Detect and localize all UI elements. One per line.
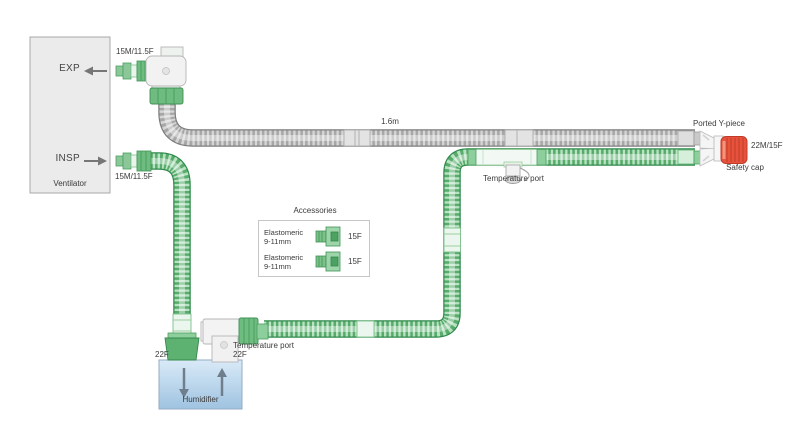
accessory-size: 15F (348, 232, 362, 241)
ported-y-piece (693, 130, 724, 167)
humidifier-flow-arrows (179, 368, 227, 398)
elastomeric-connector-icon (315, 251, 341, 272)
accessory-name: Elastomeric 9-11mm (264, 253, 310, 271)
exp-elbow-connector (145, 46, 187, 105)
expiratory-tube-joints (343, 129, 695, 147)
up-arrow-icon (217, 368, 227, 377)
exp-flow-arrow-icon (84, 66, 107, 76)
exp-port-connector (115, 60, 151, 82)
elastomeric-connector-icon (315, 226, 341, 247)
humidifier-box (158, 359, 243, 410)
accessory-name-line1: Elastomeric (264, 252, 304, 262)
exp-label: EXP (59, 63, 80, 74)
humidifier-outlet-size-label: 22F (233, 350, 247, 359)
accessory-name-line1: Elastomeric (264, 227, 304, 237)
insp-temp-port-label: Temperature port (483, 174, 544, 183)
y-piece-size-label: 22M/15F (751, 141, 783, 150)
insp-tube-joints (356, 149, 695, 338)
humidifier-label: Humidifier (182, 395, 219, 404)
ventilator-box (29, 36, 111, 194)
accessories-box: Elastomeric 9-11mm 15F Elastomeric 9-11m… (258, 220, 370, 277)
humidifier-inlet-size-label: 22F (155, 350, 169, 359)
ported-y-piece-label: Ported Y-piece (692, 119, 746, 128)
humidifier-inlet-connector (164, 313, 200, 361)
humidifier-outlet-elbow (200, 317, 269, 363)
outlet-temp-port-label: Temperature port (233, 341, 294, 350)
expiratory-limb-tube (158, 96, 695, 147)
exp-port-size-label: 15M/11.5F (116, 47, 154, 56)
insp-port-connector (115, 150, 152, 172)
accessory-name-line2: 9-11mm (264, 261, 291, 271)
humidifier-inlet-cuff (164, 337, 200, 361)
limb-length-label: 1.6m (381, 117, 399, 126)
accessory-name-line2: 9-11mm (264, 236, 291, 246)
accessory-row: Elastomeric 9-11mm 15F (264, 224, 364, 249)
insp-to-humidifier-tube (148, 152, 191, 322)
insp-temperature-port (467, 149, 547, 184)
down-arrow-icon (179, 389, 189, 398)
ventilator-label: Ventilator (53, 179, 87, 188)
accessory-size: 15F (348, 257, 362, 266)
temp-port-cap (505, 176, 521, 184)
safety-cap (720, 136, 748, 164)
insp-port-size-label: 15M/11.5F (115, 172, 153, 181)
insp-label: INSP (55, 153, 80, 164)
accessory-name: Elastomeric 9-11mm (264, 228, 310, 246)
accessory-row: Elastomeric 9-11mm 15F (264, 249, 364, 274)
accessories-title: Accessories (293, 206, 337, 215)
insp-flow-arrow-icon (84, 156, 107, 166)
safety-cap-label: Safety cap (726, 163, 764, 172)
temp-port-cap-tether (519, 167, 530, 182)
